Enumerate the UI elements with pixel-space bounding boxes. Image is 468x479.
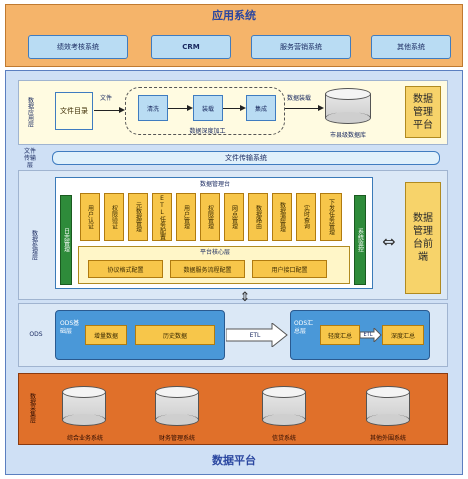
file-dir-box[interactable]: 文件目录 <box>55 92 93 130</box>
ods-etl-arrow <box>226 323 288 347</box>
module-realtime-query[interactable]: 实时查询 <box>296 193 316 241</box>
module-perm-verify[interactable]: 权限验证 <box>104 193 124 241</box>
module-branch-mgmt[interactable]: 网点管理 <box>224 193 244 241</box>
core-service-flow-config[interactable]: 数据服务流程配置 <box>170 260 245 278</box>
ods-etl2-label: ETL <box>363 332 373 338</box>
ods-base-label: ODS基础层 <box>60 320 80 335</box>
mgmt-console-title: 数据管理台 <box>199 180 230 188</box>
data-process-layer-label: 数据处理层 <box>30 230 38 260</box>
collect-db-finance <box>155 386 199 426</box>
module-row: 用户认证 权限验证 元数据管理 ETL任务配置 用户管理 权限管理 网点管理 数… <box>80 193 346 243</box>
module-datasource-mgmt[interactable]: 数据源管理 <box>272 193 292 241</box>
collect-core-label: 综合业务系统 <box>66 434 103 442</box>
load-arrow-head <box>318 105 324 111</box>
file-arrow-line <box>94 110 120 111</box>
file-arrow-label: 文件 <box>100 95 113 102</box>
sys-monitor-label: 系统监控 <box>356 228 364 252</box>
collect-other-label: 其他外围系统 <box>369 434 406 442</box>
module-task-dispatch[interactable]: 下发任务管理 <box>320 193 342 241</box>
process-group <box>125 87 285 135</box>
app-system-band: 应用系统 绩效考核系统 CRM 服务营销系统 其他系统 <box>5 4 463 67</box>
module-user-mgmt[interactable]: 用户管理 <box>176 193 196 241</box>
data-platform-title: 数据平台 <box>212 454 256 467</box>
ods-light-summary[interactable]: 轻度汇总 <box>320 325 360 345</box>
collect-db-core <box>62 386 106 426</box>
ods-deep-summary[interactable]: 深度汇总 <box>382 325 424 345</box>
step-arrow-1 <box>168 108 188 109</box>
frontend-box[interactable]: 数据管理台前端 <box>405 182 441 294</box>
ods-summary-label: ODS汇总层 <box>294 320 314 335</box>
ods-incremental-data[interactable]: 增量数据 <box>85 325 127 345</box>
mgmt-platform-label: 数据管理平台 <box>413 93 433 131</box>
ods-etl-label: ETL <box>249 331 261 339</box>
log-mgmt-label: 日志管理 <box>62 228 70 252</box>
mgmt-platform-box: 数据管理平台 <box>405 86 441 138</box>
county-db <box>325 88 371 124</box>
frontend-label: 数据管理台前端 <box>413 213 433 263</box>
core-protocol-config[interactable]: 协议格式配置 <box>88 260 163 278</box>
vertical-double-arrow-icon: ⇕ <box>239 289 251 305</box>
step-clean[interactable]: 清洗 <box>138 95 168 121</box>
load-label: 数据装载 <box>287 95 312 102</box>
log-mgmt-bar[interactable]: 日志管理 <box>60 195 72 285</box>
app-system-other[interactable]: 其他系统 <box>371 35 451 59</box>
step-arrow-2-head <box>240 105 246 111</box>
collect-layer-label: 数据采集层 <box>28 393 36 423</box>
app-system-crm[interactable]: CRM <box>151 35 231 59</box>
app-system-service-marketing[interactable]: 服务营销系统 <box>251 35 351 59</box>
collect-finance-label: 财务管理系统 <box>158 434 195 442</box>
step-load[interactable]: 装载 <box>193 95 223 121</box>
file-transfer-system[interactable]: 文件传输系统 <box>52 151 440 165</box>
collect-credit-label: 信贷系统 <box>271 434 296 442</box>
county-db-label: 市县级数据库 <box>329 132 366 139</box>
collect-db-other <box>366 386 410 426</box>
core-user-interface-config[interactable]: 用户接口配置 <box>252 260 327 278</box>
ods-layer-label: ODS <box>29 330 43 338</box>
file-arrow-head <box>119 107 125 113</box>
module-data-route[interactable]: 数据路由 <box>248 193 268 241</box>
module-user-auth[interactable]: 用户认证 <box>80 193 100 241</box>
ods-etl2-arrow <box>360 328 382 342</box>
file-transfer-layer-label: 文件传输层 <box>22 147 38 169</box>
ods-history-data[interactable]: 历史数据 <box>135 325 215 345</box>
bidirectional-arrow-icon: ⇔ <box>382 231 396 251</box>
load-arrow-line <box>285 108 319 109</box>
collect-db-credit <box>262 386 306 426</box>
module-perm-mgmt[interactable]: 权限管理 <box>200 193 220 241</box>
data-app-layer-label: 数据应用层 <box>26 97 34 127</box>
step-integrate[interactable]: 集成 <box>246 95 276 121</box>
module-metadata[interactable]: 元数据管理 <box>128 193 148 241</box>
app-system-perf[interactable]: 绩效考核系统 <box>28 35 128 59</box>
process-label: 数据深度加工 <box>189 128 226 135</box>
file-transfer-label-text: 文件传输层 <box>23 147 36 169</box>
sys-monitor-bar[interactable]: 系统监控 <box>354 195 366 285</box>
app-system-title: 应用系统 <box>212 9 256 22</box>
core-layer-title: 平台核心层 <box>199 249 230 256</box>
step-arrow-2 <box>223 108 241 109</box>
module-etl-config[interactable]: ETL任务配置 <box>152 193 172 241</box>
step-arrow-1-head <box>187 105 193 111</box>
